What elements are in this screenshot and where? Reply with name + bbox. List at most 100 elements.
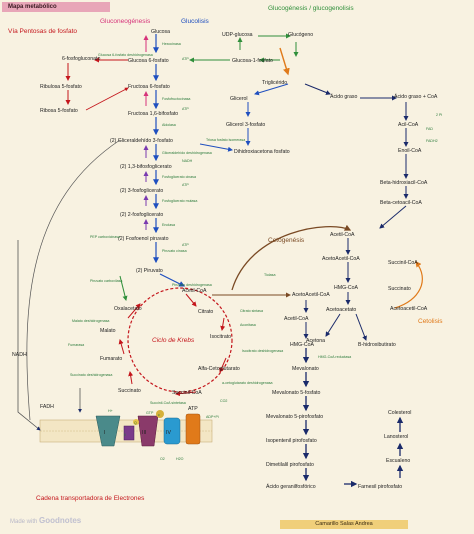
met-ipp: Isopentenil pirofosfato	[266, 438, 317, 444]
section-glucolisis: Glucolisis	[181, 18, 210, 25]
enz-akgdh: a-cetoglutarato deshidrogenasa	[222, 381, 273, 385]
atp-synthase: ATP	[185, 406, 201, 445]
section-gluconeogenesis: Gluconeogénesis	[100, 18, 151, 25]
met-acetoacetilcoa-cl: Acetoacetil-CoA	[390, 306, 428, 312]
met-malato: Malato	[100, 328, 116, 334]
met-mevalonato: Mevalonato	[292, 366, 319, 372]
cof-fadh2: FADH2	[426, 139, 438, 143]
met-glucosa: Glucosa	[151, 29, 170, 35]
complex-iii-label: III	[142, 430, 146, 436]
complex-iii: III	[137, 415, 159, 447]
enz-scs: Succinil-CoA sintetasa	[150, 401, 186, 405]
met-dhap: Dihidroxiacetona fosfato	[234, 149, 290, 155]
met-acetoacetilcoa-top: AcetoAcetil-CoA	[292, 292, 330, 298]
enz-enolasa: Enolasa	[162, 223, 175, 227]
cof-adp-etc: ADP+Pi	[206, 415, 219, 419]
met-escualeno: Escualeno	[386, 458, 410, 464]
section-cetolisis: Cetolisis	[418, 318, 443, 325]
enz-pdh: Piruvato deshidrogenasa	[172, 283, 212, 287]
met-acetona: Acetona	[306, 338, 325, 344]
met-fpp: Farnesil pirofosfato	[358, 484, 402, 490]
met-pg2: (2) 2-fosfoglicerato	[120, 212, 163, 218]
page-title: Mapa metabólico	[2, 2, 110, 12]
watermark: Made with Goodnotes	[10, 516, 81, 525]
watermark-prefix: Made with	[10, 519, 38, 525]
met-citrato: Citrato	[198, 309, 213, 315]
krebs-cycle	[118, 275, 291, 397]
enz-tiolasa: Tiolasa	[264, 273, 275, 277]
enz-pfk: Fosfofructocinasa	[162, 97, 190, 101]
cof-gtp: GTP	[146, 411, 154, 415]
pentose-pathway	[65, 57, 129, 111]
cholesterol-pathway	[302, 300, 404, 488]
met-enoilcoa: Enoil-CoA	[398, 148, 422, 154]
met-acetilcoa3: Acetil-CoA	[284, 316, 309, 322]
watermark-brand: Goodnotes	[39, 516, 82, 525]
met-acidograso: Ácido graso	[330, 93, 358, 100]
enz-sdh: Succinato deshidrogenasa	[70, 373, 112, 377]
cof-atp-1: ATP	[182, 57, 189, 61]
enz-fumarasa: Fumarasa	[68, 343, 84, 347]
enz-g6pdh: Glucosa 6-fosfato deshidrogenasa	[98, 53, 153, 57]
met-piruvato: (2) Piruvato	[136, 268, 163, 274]
met-f6p: Fructosa 6-fosfato	[128, 84, 170, 90]
met-6pgluconato: 6-fosfogluconato	[62, 56, 100, 62]
section-krebs: Ciclo de Krebs	[152, 337, 195, 344]
met-bhb: B-hidroxibutirato	[358, 342, 396, 348]
enz-hexocinasa: Hexocinasa	[162, 42, 181, 46]
enz-idh: Isocitrato deshidrogenasa	[242, 349, 283, 353]
section-cadena: Cadena transportadora de Electrones	[36, 495, 145, 502]
met-akg: Alfa-Cetoglutarato	[198, 366, 240, 372]
met-colesterol: Colesterol	[388, 410, 411, 416]
section-glucogenesis: Glucogénesis / glucogenolisis	[268, 5, 354, 12]
complex-iv: IV	[163, 417, 181, 445]
met-ribulosa: Ribulosa 5-fosfato	[40, 84, 82, 90]
met-succinilcoa-cl: Succinil-CoA	[388, 260, 418, 266]
met-bhacilcoa: Beta-hidroxiacil-CoA	[380, 180, 428, 186]
met-glicerol3p: Glicerol 3-fosfato	[226, 122, 265, 128]
glycolysis-pathway	[143, 34, 233, 287]
cof-co2: CO2	[220, 399, 227, 403]
section-pentose-text: Vía Pentosas de fosfato	[8, 28, 77, 35]
cof-2pi: 2 Pi	[436, 113, 442, 117]
met-fumarato: Fumarato	[100, 356, 122, 362]
met-lanosterol: Lanosterol	[384, 434, 408, 440]
glycogen-pathway	[189, 33, 299, 63]
met-bcetoacilcoa: Beta-cetoacil-CoA	[380, 200, 422, 206]
cof-fadh-etc: FADH	[40, 404, 54, 410]
met-isocitrato: Isocitrato	[210, 334, 231, 340]
enz-pk: Piruvato cinasa	[162, 249, 187, 253]
met-dmapp: Dimetilalil pirofosfato	[266, 462, 314, 468]
complex-i: I	[95, 415, 121, 447]
cof-atp-4: ATP	[182, 243, 189, 247]
met-g1p: Glucosa-1-fosfato	[232, 58, 273, 64]
ubiquinone-label: Q	[134, 421, 137, 425]
enz-hmgcoa-red: HMG-CoA reductasa	[318, 355, 351, 359]
met-acetoacetato: Acetoacetato	[326, 307, 356, 313]
met-mev5pp: Mevalonato 5-pirofosfato	[266, 414, 323, 420]
met-succinato-cl: Succinato	[388, 286, 411, 292]
met-mev5p: Mevalonato 5-fosfato	[272, 390, 321, 396]
met-udpglc: UDP-glucosa	[222, 32, 253, 38]
cof-atp-2: ATP	[182, 107, 189, 111]
atp-synthase-label: ATP	[188, 406, 198, 412]
ubiquinone	[133, 419, 139, 425]
met-gap: (2) Gliceraldehído 3-fosfato	[110, 138, 173, 144]
section-pentose: Vía Pentosas de fosfato	[8, 28, 77, 35]
enz-pgk: Fosfoglicerato cinasa	[162, 175, 196, 179]
met-pep: (2) Fosfoenol piruvato	[118, 236, 169, 242]
met-acilcoa2: Acil-CoA	[398, 122, 419, 128]
cof-fad: FAD	[426, 127, 433, 131]
complex-iv-label: IV	[166, 430, 171, 436]
met-oxalacetato: Oxalacetato	[114, 306, 142, 312]
enz-pepck: PEP carboxicinasa	[90, 235, 120, 239]
section-cetogenesis: Cetogenésis	[268, 237, 305, 244]
complex-i-label: I	[104, 430, 105, 436]
author-label: Camarillo Salas Andrea	[280, 520, 408, 529]
enz-tpi: Triosa fosfato isomerasa	[206, 138, 245, 142]
complex-ii-label: II	[124, 433, 126, 437]
cytochrome-c-label: c	[158, 413, 160, 417]
enz-cs: Citrato sintasa	[240, 309, 263, 313]
